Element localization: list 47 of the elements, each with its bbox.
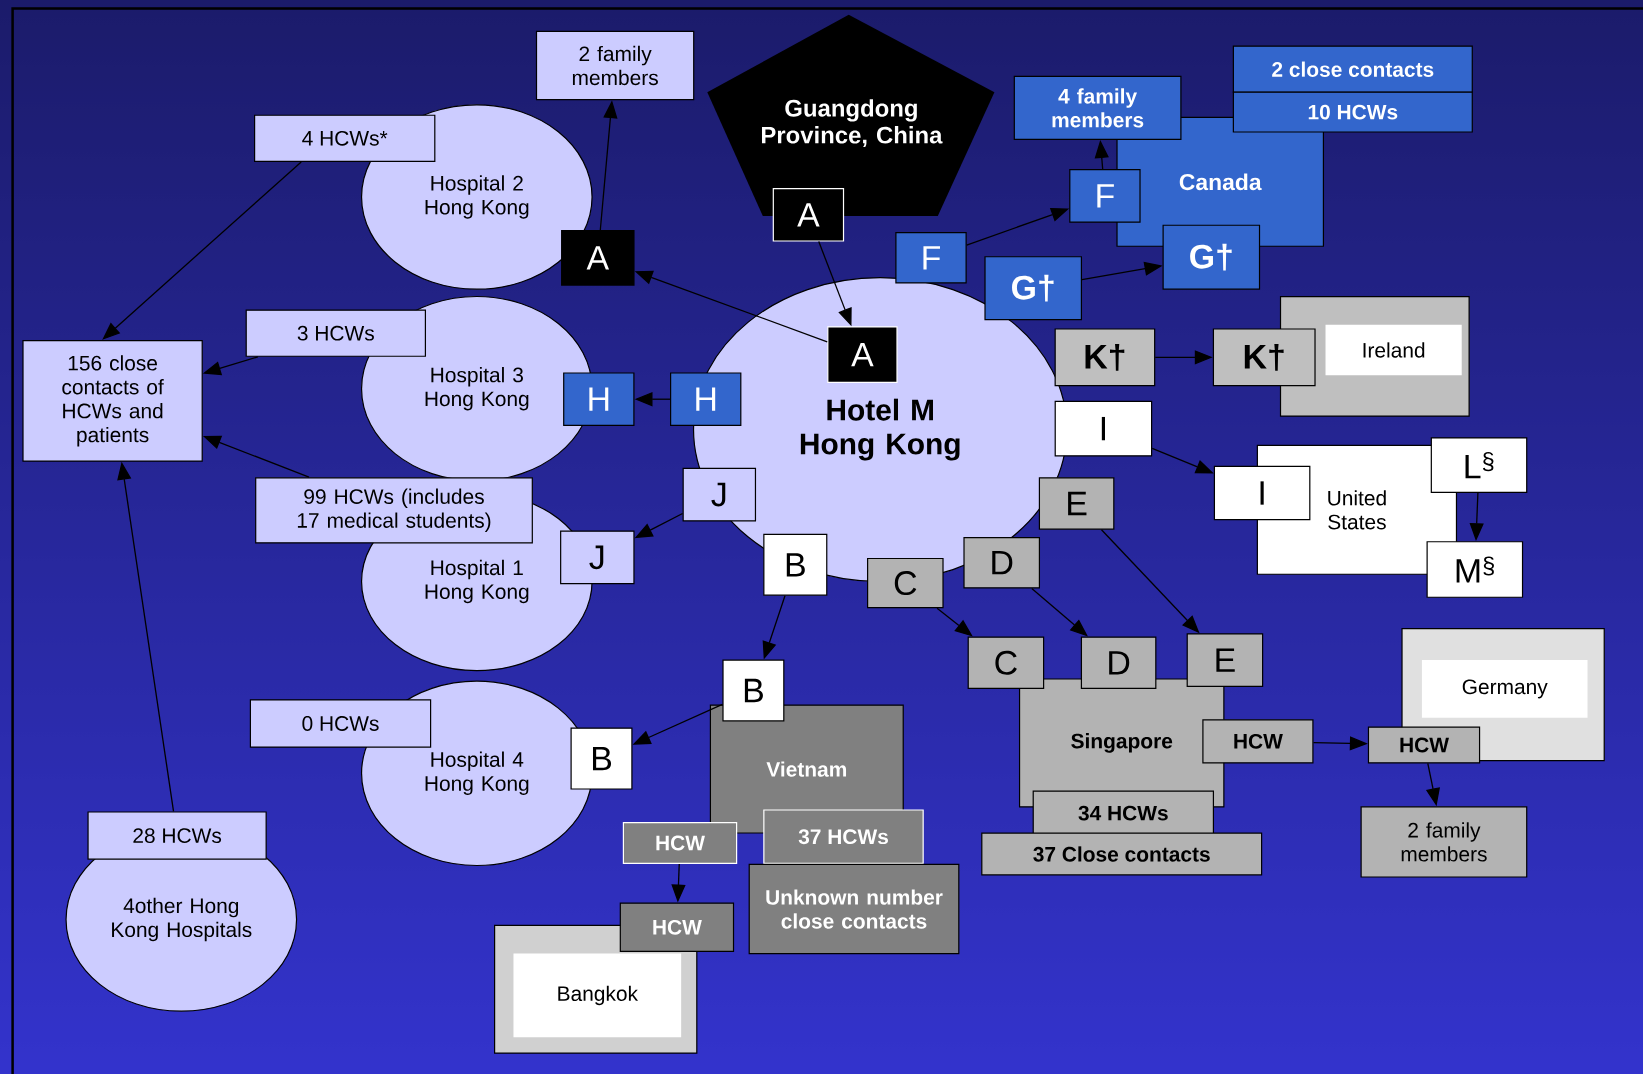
letter-box: C bbox=[867, 557, 944, 609]
label-box: 2 close contacts bbox=[1232, 45, 1473, 93]
label-box: 2 family members bbox=[1360, 806, 1528, 878]
letter-box: B bbox=[570, 727, 633, 790]
label-box: 28 HCWs bbox=[87, 811, 267, 860]
label-box: 4 HCWs* bbox=[254, 114, 436, 162]
label-box: 3 HCWs bbox=[245, 309, 426, 357]
label-box: 34 HCWs bbox=[1032, 790, 1214, 836]
label-box: 37 HCWs bbox=[763, 809, 924, 864]
label-box: HCW bbox=[1367, 726, 1481, 764]
letter-box: L$^{§}$ bbox=[1430, 437, 1528, 494]
letter-box: G† bbox=[1162, 224, 1261, 290]
letter-box: A bbox=[561, 229, 635, 286]
letter-box: K† bbox=[1054, 328, 1156, 387]
label-box: 10 HCWs bbox=[1232, 91, 1473, 133]
label-box: 37 Close contacts bbox=[981, 832, 1263, 876]
letter-box: A bbox=[827, 326, 898, 384]
label-box: 0 HCWs bbox=[249, 699, 432, 748]
letter-box: I bbox=[1054, 400, 1153, 457]
arrow bbox=[1031, 587, 1088, 637]
label-box: 99 HCWs (includes 17 medical students) bbox=[255, 477, 533, 544]
letter-box: E bbox=[1038, 477, 1115, 530]
letter-box: H bbox=[670, 372, 742, 426]
letter-box: H bbox=[563, 372, 635, 426]
letter-box: F bbox=[895, 232, 967, 284]
letter-box: D bbox=[963, 536, 1040, 589]
letter-box: G† bbox=[984, 256, 1082, 321]
letter-box: E bbox=[1186, 633, 1264, 687]
letter-box: M$^{§}$ bbox=[1426, 541, 1524, 598]
arrow bbox=[102, 161, 302, 340]
letter-box: B bbox=[722, 659, 785, 722]
letter-box: I bbox=[1213, 465, 1311, 521]
label-box: 4 family members bbox=[1013, 75, 1182, 140]
label-box: 156 close contacts of HCWs and patients bbox=[22, 339, 203, 462]
label-box: HCW bbox=[1202, 719, 1314, 764]
letter-box: D bbox=[1080, 636, 1157, 690]
letter-box: F bbox=[1069, 169, 1141, 223]
letter-box: J bbox=[682, 467, 757, 522]
label-box: HCW bbox=[622, 821, 738, 865]
letter-box: B bbox=[763, 533, 828, 596]
letter-box: K† bbox=[1212, 328, 1316, 387]
arrow bbox=[936, 607, 973, 637]
label-box: 2 family members bbox=[535, 30, 695, 101]
letter-box: J bbox=[560, 530, 635, 585]
label-box: HCW bbox=[619, 902, 735, 952]
letter-box: C bbox=[967, 636, 1045, 690]
letter-box: A bbox=[772, 188, 845, 242]
